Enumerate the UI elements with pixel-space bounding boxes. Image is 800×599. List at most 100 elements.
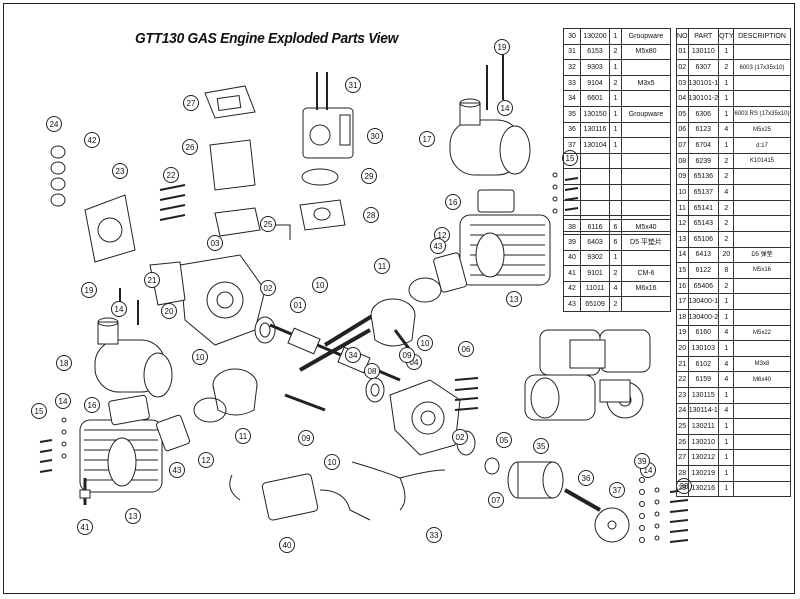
callout-43: 43 bbox=[169, 462, 185, 478]
part-no: 31 bbox=[563, 43, 581, 61]
crankcase-right bbox=[389, 379, 461, 456]
part-qty: 1 bbox=[609, 137, 622, 154]
part-qty: 2 bbox=[718, 215, 735, 232]
part-qty: 4 bbox=[718, 121, 735, 139]
callout-number: 20 bbox=[165, 307, 174, 316]
part-description bbox=[621, 90, 671, 107]
callout-09: 09 bbox=[399, 347, 415, 363]
part-description bbox=[733, 308, 791, 326]
callout-39: 39 bbox=[634, 453, 650, 469]
callout-number: 04 bbox=[410, 358, 419, 367]
part-description bbox=[733, 402, 791, 420]
part-number: 11011 bbox=[580, 280, 610, 297]
part-no: 18 bbox=[676, 308, 689, 326]
part-no: 32 bbox=[563, 59, 581, 76]
crankcase-left bbox=[179, 254, 266, 346]
part-description bbox=[733, 230, 791, 248]
callout-number: 17 bbox=[423, 135, 432, 144]
part-description bbox=[621, 59, 671, 76]
part-number: 130104 bbox=[580, 137, 610, 154]
callout-14: 14 bbox=[111, 301, 127, 317]
callout-number: 12 bbox=[202, 456, 211, 465]
part-no: 24 bbox=[676, 402, 689, 420]
part-qty: 1 bbox=[718, 90, 735, 108]
callout-number: 22 bbox=[167, 171, 176, 180]
part-number: 6601 bbox=[580, 90, 610, 107]
part-number: 65141 bbox=[687, 199, 720, 217]
part-no bbox=[563, 183, 581, 201]
part-description: M5x22 bbox=[733, 324, 791, 342]
part-description bbox=[733, 277, 791, 295]
callout-10: 10 bbox=[324, 454, 340, 470]
part-no: 39 bbox=[563, 234, 581, 251]
callout-number: 01 bbox=[294, 301, 303, 310]
part-qty: 1 bbox=[718, 106, 735, 123]
callout-number: 19 bbox=[498, 43, 507, 52]
part-description bbox=[733, 465, 791, 482]
callout-number: 16 bbox=[88, 401, 97, 410]
part-qty: 2 bbox=[718, 277, 735, 295]
callout-number: 19 bbox=[85, 286, 94, 295]
part-qty bbox=[609, 152, 622, 170]
part-qty: 4 bbox=[718, 324, 735, 342]
part-description: CM-6 bbox=[621, 265, 671, 282]
callout-17: 17 bbox=[419, 131, 435, 147]
part-description bbox=[621, 152, 671, 170]
muffler-left bbox=[94, 317, 173, 398]
callout-36: 36 bbox=[578, 470, 594, 486]
part-number: 130114-1 bbox=[687, 402, 720, 420]
part-description bbox=[621, 295, 671, 313]
callout-11: 11 bbox=[235, 428, 251, 444]
part-qty: 1 bbox=[718, 137, 735, 154]
header-description: DESCRIPTION bbox=[733, 28, 791, 45]
part-description bbox=[733, 293, 791, 310]
callout-number: 14 bbox=[59, 397, 68, 406]
part-number: 130212 bbox=[687, 449, 720, 467]
part-description bbox=[621, 168, 671, 185]
part-description: Groupware bbox=[621, 105, 671, 123]
callout-number: 10 bbox=[196, 353, 205, 362]
part-qty: 1 bbox=[609, 90, 622, 107]
callout-number: 14 bbox=[644, 466, 653, 475]
part-number: 9303 bbox=[580, 59, 610, 76]
part-no: 14 bbox=[676, 246, 689, 264]
callout-number: 07 bbox=[492, 496, 501, 505]
callout-number: 10 bbox=[328, 458, 337, 467]
part-description: D5 弹垫 bbox=[733, 246, 791, 264]
part-no: 19 bbox=[676, 324, 689, 342]
callout-14: 14 bbox=[55, 393, 71, 409]
callout-20: 20 bbox=[161, 303, 177, 319]
part-number: 130103 bbox=[687, 340, 720, 357]
part-no: 26 bbox=[676, 433, 689, 451]
part-number bbox=[580, 152, 610, 170]
part-number: 130200 bbox=[580, 28, 610, 45]
part-number: 130210 bbox=[687, 433, 720, 451]
part-number: 65406 bbox=[687, 277, 720, 295]
part-no: 06 bbox=[676, 121, 689, 139]
callout-number: 29 bbox=[365, 172, 374, 181]
part-qty: 2 bbox=[718, 230, 735, 248]
callout-number: 11 bbox=[378, 262, 387, 271]
header-qty: QTY bbox=[718, 28, 735, 45]
callout-number: 33 bbox=[430, 531, 439, 540]
part-no: 03 bbox=[676, 74, 689, 92]
part-number: 9302 bbox=[580, 249, 610, 267]
callout-number: 21 bbox=[148, 276, 157, 285]
part-description: 6003 RS (17x35x10) bbox=[733, 106, 791, 123]
callout-number: 42 bbox=[88, 136, 97, 145]
muffler-right bbox=[449, 98, 531, 176]
part-no: 02 bbox=[676, 59, 689, 76]
part-number: 65143 bbox=[687, 215, 720, 232]
diagram-title: GTT130 GAS Engine Exploded Parts View bbox=[135, 30, 399, 47]
table-row bbox=[563, 183, 671, 201]
part-number: 130150 bbox=[580, 105, 610, 123]
